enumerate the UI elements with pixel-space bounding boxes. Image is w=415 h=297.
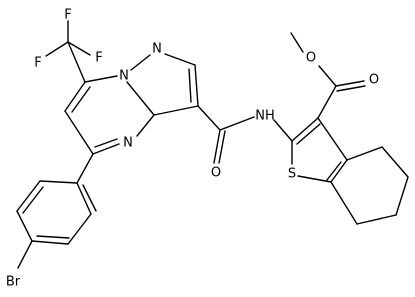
bond [290,32,304,53]
bond [64,110,94,155]
bonds [16,20,409,269]
bond [194,64,199,107]
bond [330,181,358,225]
bond [346,146,383,161]
bond [36,235,70,239]
bond [326,161,342,181]
bond [76,153,94,184]
ester-carbonyl-oxygen-label: O [369,73,379,88]
pyrimidine-nitrogen-label: N [123,136,133,151]
bond [291,117,319,142]
bond [395,176,409,216]
bond [94,138,118,148]
bond [76,182,92,215]
bond [164,53,196,66]
bridgehead-nitrogen-label: N [119,69,129,84]
bond [335,80,365,87]
bond [296,123,321,145]
bond [22,186,44,214]
bond [31,240,69,245]
bond [67,41,91,56]
bromine-label: Br [6,275,21,290]
thiophene-sulfur-label: S [288,167,296,182]
amide-oxygen-label: O [211,166,221,181]
bond [153,105,199,116]
bond [213,129,221,164]
bond [188,68,192,103]
bond [317,85,337,119]
bond [130,54,151,71]
bond [92,143,120,155]
bond [64,81,86,112]
bond [45,41,69,57]
bond [318,65,337,87]
atom-labels: F F F N N N O NH O O S Br [6,8,379,290]
bond [197,105,221,131]
bond [82,184,97,212]
bond [273,119,293,142]
fluorine-label: F [34,56,41,71]
bond [71,86,91,113]
bond [218,130,226,164]
bond [330,159,348,183]
amide-nh-label: NH [255,109,275,124]
ester-oxygen-label: O [306,51,316,66]
bond [336,85,366,92]
bond [219,116,255,131]
bond [381,146,409,178]
bond [39,180,78,184]
bond [136,114,155,137]
fluorine-label: F [64,8,71,23]
fluorine-label: F [95,51,102,66]
bond [356,214,397,225]
bond [17,240,33,269]
bond [126,81,155,116]
bond [67,213,92,245]
bond [16,180,41,212]
bond [317,117,348,161]
bond [84,75,118,83]
pyrazole-nitrogen-label: N [152,42,162,57]
bond [16,210,33,242]
bond [297,175,332,183]
bond [67,41,86,83]
